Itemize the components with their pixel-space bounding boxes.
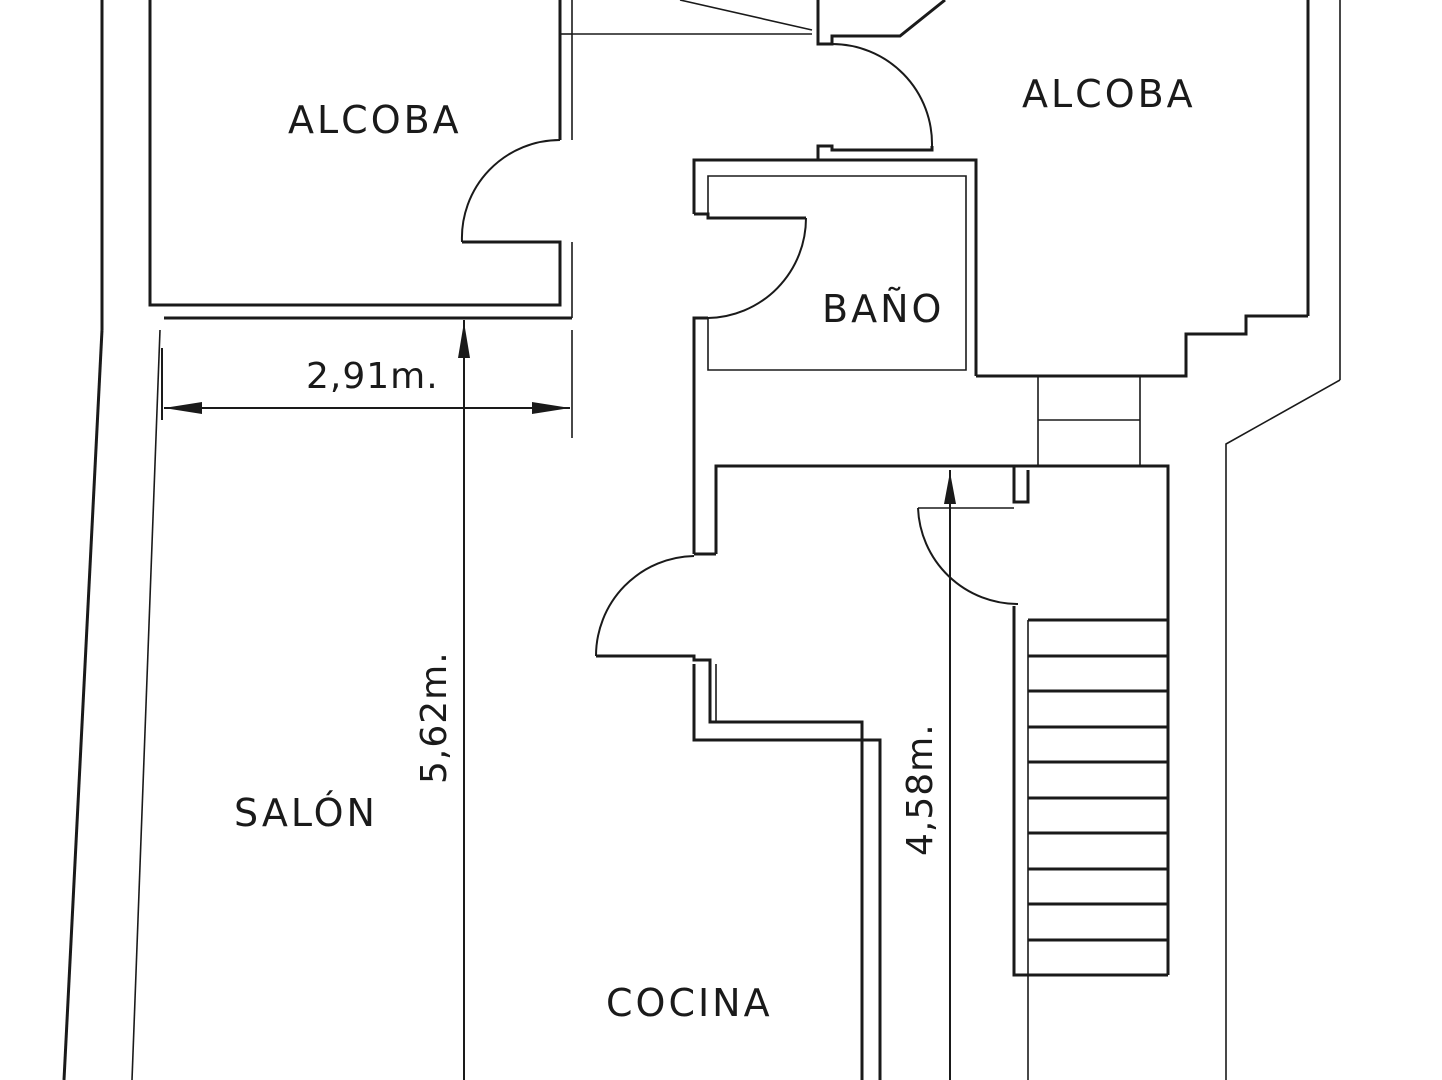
room-label-cocina: COCINA — [606, 981, 773, 1025]
dimension-label-salon-length: 5,62m. — [414, 651, 455, 784]
alcoba-left-door-swing — [460, 138, 561, 243]
staircase — [1012, 606, 1168, 1080]
stair-door-swing — [917, 507, 1019, 606]
room-label-alcoba-left: ALCOBA — [288, 98, 462, 142]
cocina-walls — [595, 552, 882, 1080]
room-label-salon: SALÓN — [234, 791, 378, 835]
dimension-width: 2,91m. — [161, 330, 573, 438]
dimension-salon-length: 5,62m. — [414, 320, 470, 1080]
dimension-label-width: 2,91m. — [306, 356, 439, 397]
dimension-label-cocina-length: 4,58m. — [900, 723, 941, 856]
alcoba-left-walls — [148, 0, 812, 320]
bano-door-swing — [707, 217, 807, 319]
bano-walls — [692, 158, 978, 554]
alcoba-right-door-swing — [831, 43, 934, 147]
stair-steps — [1028, 618, 1168, 942]
alcoba-right-walls — [976, 0, 1341, 1080]
room-label-bano: BAÑO — [822, 287, 944, 331]
cocina-door-swing — [595, 555, 695, 657]
landing — [714, 376, 1170, 975]
stair-door — [917, 466, 1030, 606]
hall-door — [679, 0, 946, 160]
room-label-alcoba-right: ALCOBA — [1022, 72, 1196, 116]
exterior-wall-left — [62, 0, 161, 1080]
dimension-cocina-length: 4,58m. — [900, 470, 956, 1080]
